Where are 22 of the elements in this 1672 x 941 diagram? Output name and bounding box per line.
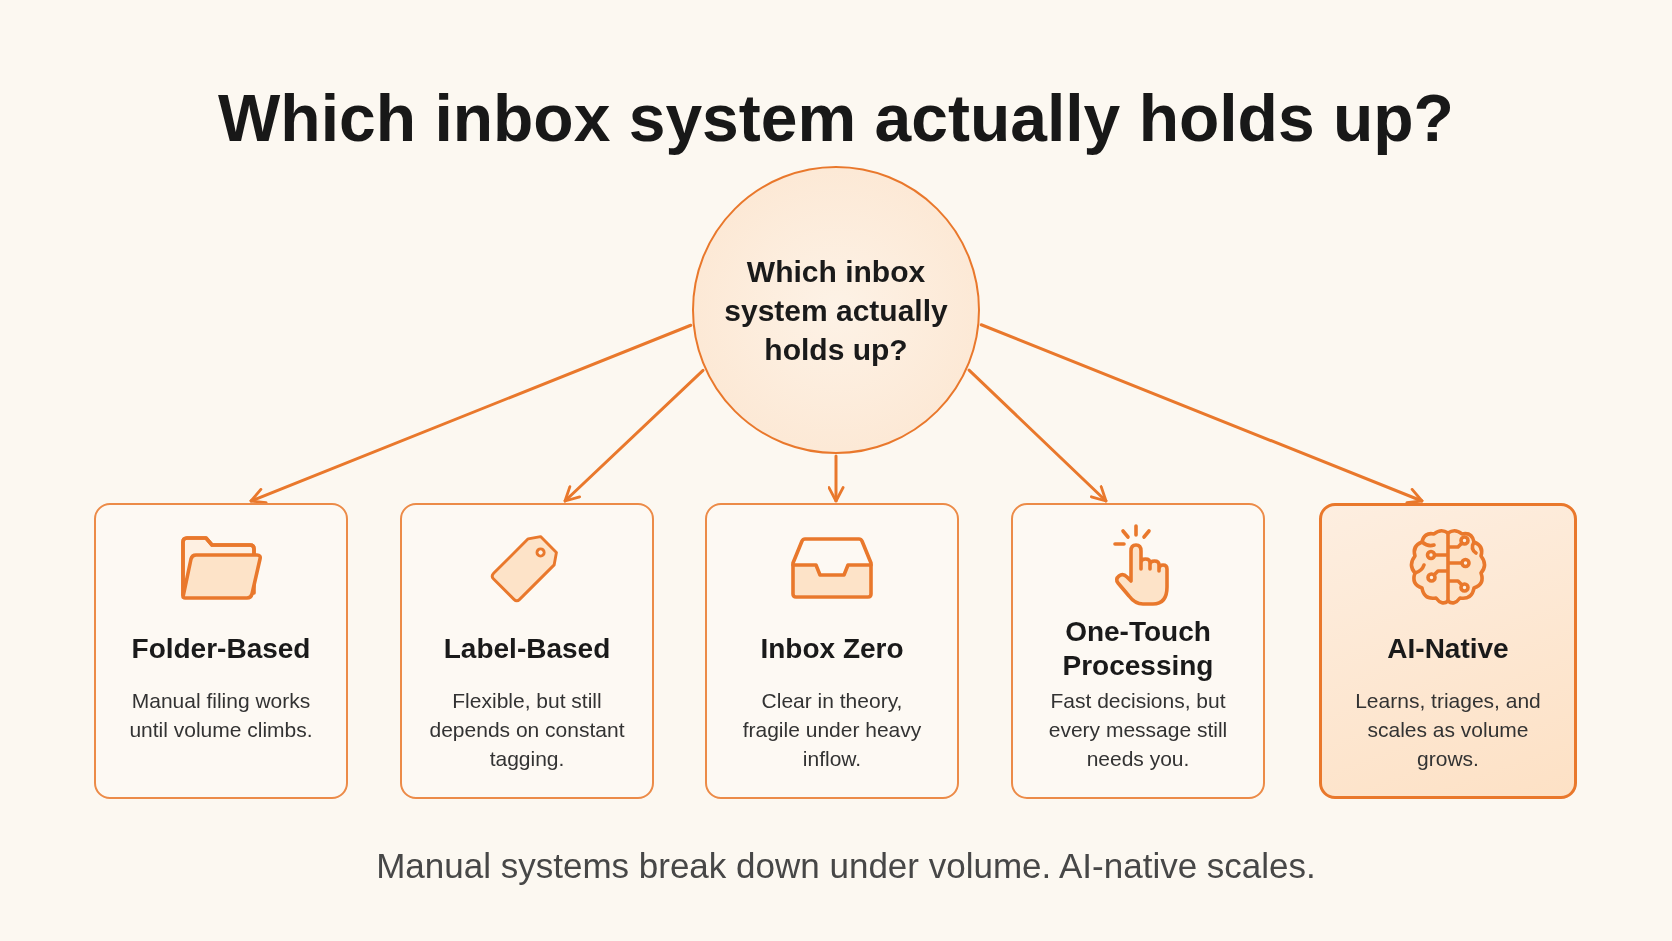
card-title: Inbox Zero — [760, 632, 904, 666]
caption-text: Manual systems break down under volume. AI-native scales. — [376, 845, 1316, 887]
card-title: AI-Native — [1387, 632, 1509, 666]
card-title: Label-Based — [443, 632, 611, 666]
arrow — [979, 323, 1424, 504]
card-title: One-Touch Processing — [1061, 615, 1215, 683]
question-text: Which inbox system actually holds up? — [723, 253, 949, 368]
card-description: Flexible, but still depends on constant tagging. — [428, 688, 626, 772]
arrow — [563, 368, 705, 503]
highlighted-card — [1319, 503, 1577, 799]
card-description: Learns, triages, and scales as volume grows. — [1354, 688, 1542, 772]
arrow — [967, 368, 1108, 503]
card-description: Fast decisions, but every message still needs you. — [1047, 688, 1229, 772]
card-description: Clear in theory, fragile under heavy inflow. — [741, 688, 923, 772]
option-card — [94, 503, 348, 799]
card-description: Manual filing works until volume climbs. — [128, 688, 314, 743]
arrow — [249, 323, 693, 504]
option-card — [705, 503, 959, 799]
page-title: Which inbox system actually holds up? — [218, 80, 1454, 156]
card-title: Folder-Based — [131, 632, 311, 666]
option-card — [400, 503, 654, 799]
option-card — [1011, 503, 1265, 799]
